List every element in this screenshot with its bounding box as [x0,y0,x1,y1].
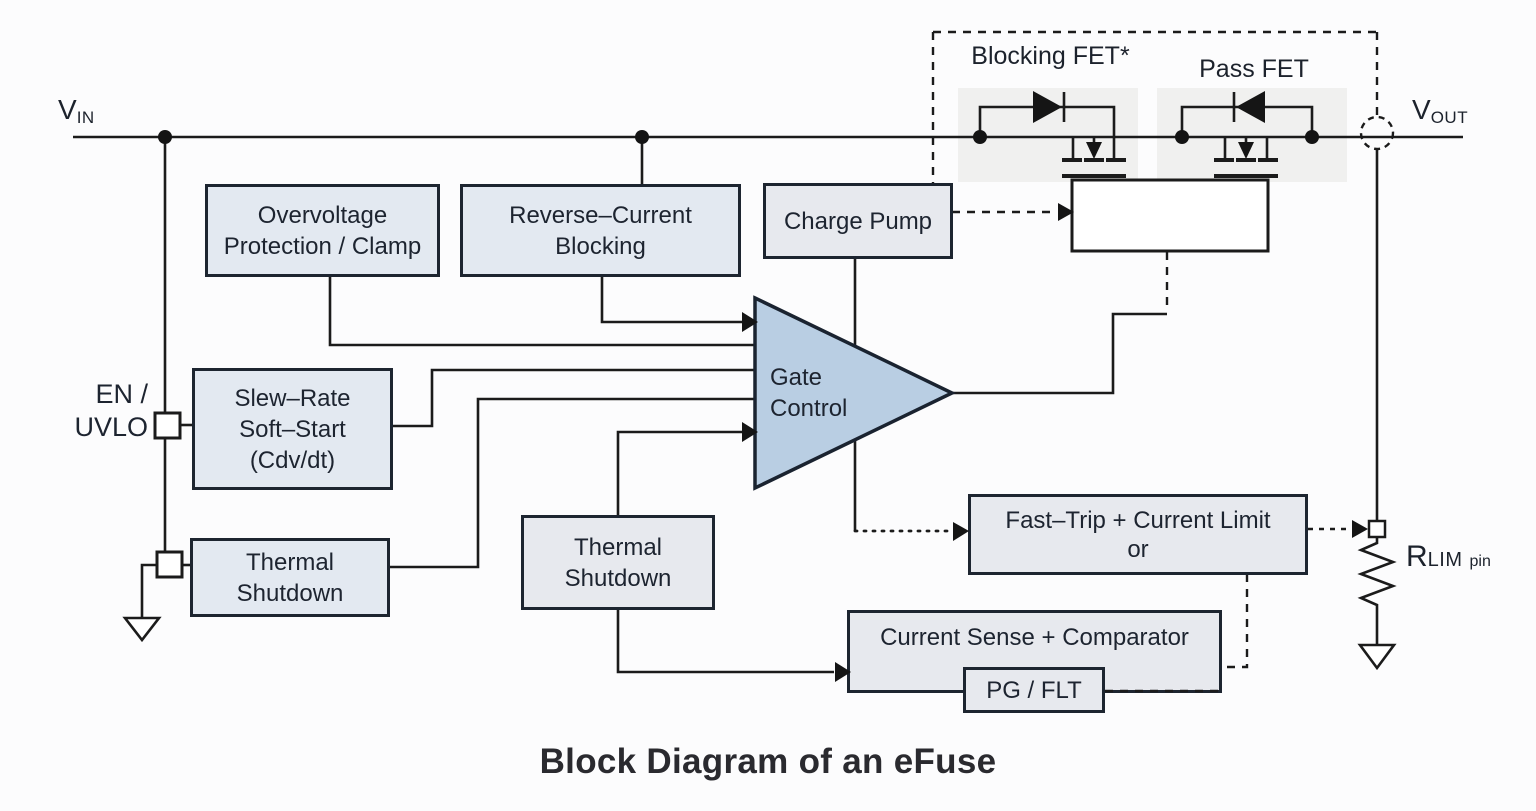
arrowhead-gatebox-input [1058,203,1074,221]
diagram-title: Block Diagram of an eFuse [539,742,997,781]
arrowhead-rcb-input [742,312,758,332]
block-label: PG / FLT [986,676,1082,704]
wire-gatecontrol-output [952,312,1167,395]
vin-label: VIN [58,94,95,128]
arrowhead-rlim-input [1352,520,1368,538]
block-label: Fast–Trip + Current Limit [1005,506,1271,534]
block-slew-rate-soft-start: Slew–Rate Soft–Start (Cdv/dt) [192,368,393,490]
block-label: Slew–Rate [234,384,351,412]
block-label: Blocking [555,232,646,260]
wire-slewrate-to-gatecontrol [393,368,756,428]
pass-fet-terminals [1223,137,1269,158]
blocking-fet-terminals [1071,137,1096,158]
gate-control-triangle [753,295,957,491]
vin-sub: IN [76,108,95,127]
wire-thermal-mid-to-gatecontrol [616,430,744,515]
block-label: Current Sense + Comparator [880,624,1189,651]
ground-symbol-left [122,616,162,643]
wire-thermal-left-to-gatecontrol [390,397,756,569]
block-label: Charge Pump [783,207,933,235]
wire-to-ground-left [140,563,157,618]
block-label: Protection / Clamp [223,232,422,260]
wire-thermal-mid-to-currentsense [616,608,834,674]
dashed-fasttrip-to-currentsense [1222,574,1249,669]
block-fast-trip-current-limit: Fast–Trip + Current Limit or [968,494,1308,575]
junction-dot [973,130,987,144]
junction-dot [1305,130,1319,144]
block-label: Reverse–Current [509,201,692,229]
block-reverse-current-blocking: Reverse–Current Blocking [460,184,741,277]
vout-sub: OUT [1430,108,1469,127]
pass-fet-body-arrow [1238,142,1254,159]
rlim-label: RLIM pin [1406,540,1491,574]
block-label: Shutdown [564,564,672,592]
arrowhead-fasttrip-input [953,522,969,541]
block-label: or [1127,535,1149,563]
block-thermal-shutdown-mid: Thermal Shutdown [521,515,715,610]
junction-dot [635,130,649,144]
block-label: Thermal [245,548,335,576]
blocking-fet-diode [1033,91,1062,123]
blocking-fet-label: Blocking FET* [971,42,1130,70]
rlim-base: R [1406,540,1428,573]
block-pg-flt: PG / FLT [963,667,1105,713]
block-label: Soft–Start [239,415,346,443]
en-uvlo-line2: UVLO [74,412,148,442]
rlim-suffix: pin [1469,553,1491,570]
gate-control-line2: Control [770,395,848,422]
gate-control-label: Gate Control [770,362,920,424]
rlim-resistor [1357,537,1397,645]
arrowhead-currentsense-input [835,662,851,682]
block-label: Thermal [573,533,663,561]
pass-fet-diode [1236,91,1265,123]
junction-dot [158,130,172,144]
gate-control-line1: Gate [770,364,823,391]
vout-label: VOUT [1412,94,1468,128]
junction-dot [1175,130,1189,144]
block-thermal-shutdown-left: Thermal Shutdown [190,538,390,617]
block-charge-pump: Charge Pump [763,183,953,259]
block-label: (Cdv/dt) [249,446,336,474]
vout-base: V [1412,94,1431,125]
wire-rcb-to-gatecontrol [600,277,744,324]
arrowhead-thermal-input [742,422,758,442]
wire-ovp-to-gatecontrol [328,277,756,347]
fet-gate-drive-box [1070,178,1270,253]
en-uvlo-line1: EN / [95,379,148,409]
block-overvoltage-protection: Overvoltage Protection / Clamp [205,184,440,277]
vin-base: V [58,94,77,125]
block-label: Overvoltage [257,201,388,229]
blocking-fet-body-arrow [1086,142,1102,159]
en-uvlo-label: EN / UVLO [30,378,148,444]
rlim-sub: LIM [1427,549,1463,571]
pass-fet-label: Pass FET [1199,55,1309,83]
ground-symbol-right [1357,643,1397,671]
block-label: Shutdown [236,579,344,607]
external-fet-dashed-boundary [931,30,1379,183]
enable-ground-pin [155,550,184,579]
rlim-pin-square [1367,519,1387,539]
en-uvlo-pin [153,411,182,440]
